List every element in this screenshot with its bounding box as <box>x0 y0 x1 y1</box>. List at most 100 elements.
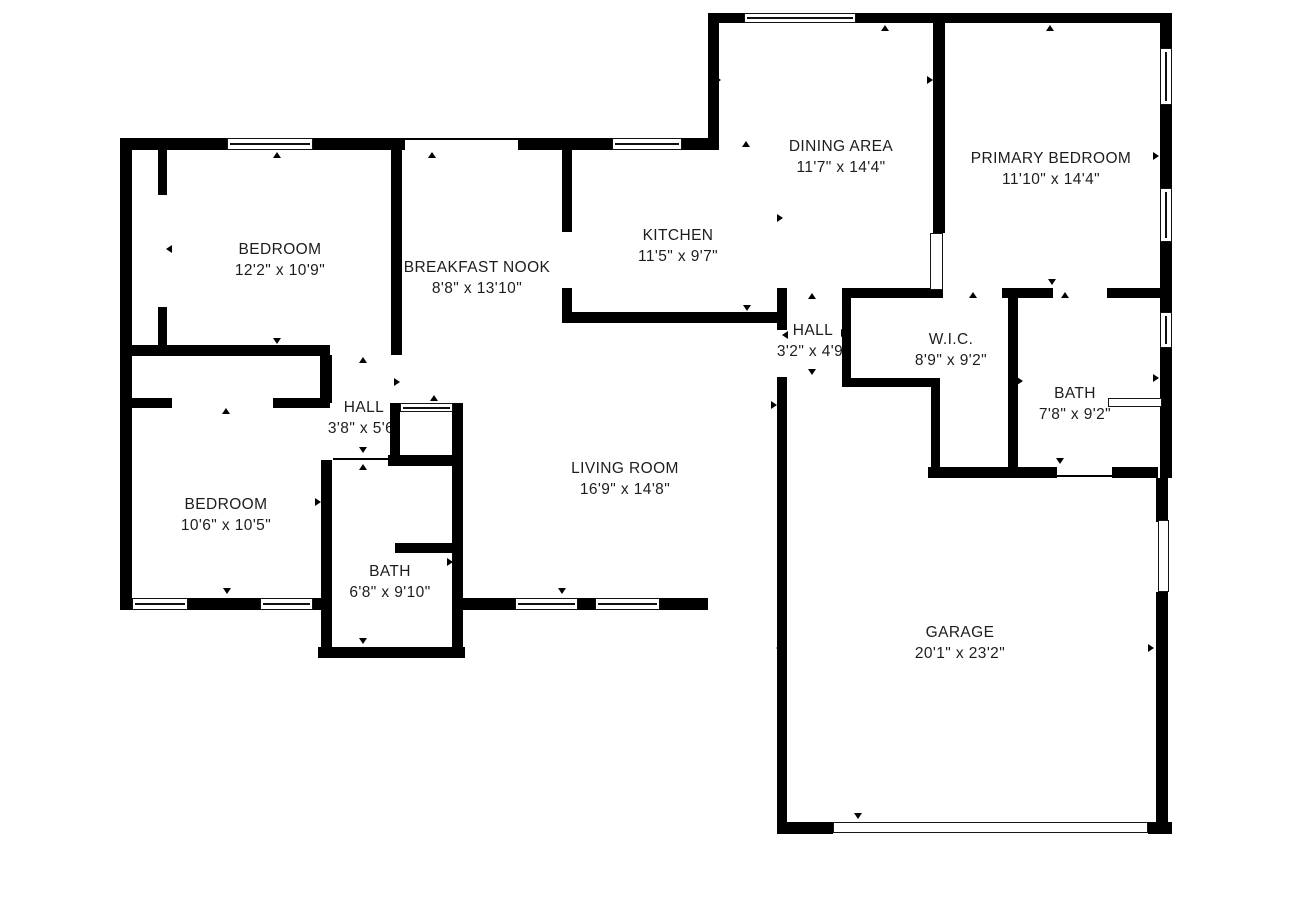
room-name: GARAGE <box>925 624 995 641</box>
dim-arrow-icon <box>777 214 783 222</box>
wall-top-right <box>856 13 1172 23</box>
dim-arrow-icon <box>359 447 367 453</box>
wall-bottom <box>578 598 595 610</box>
dim-arrow-icon <box>969 292 977 298</box>
room-label-primary-bedroom: PRIMARY BEDROOM 11'10" x 14'4" <box>971 149 1131 190</box>
wall-bath1-bottom <box>1112 467 1158 478</box>
room-dims: 3'8" x 5'6" <box>327 419 401 437</box>
wall-dining-left <box>708 13 719 147</box>
wall-kitchen-left <box>562 148 572 232</box>
wall-closet-bottom <box>388 455 463 466</box>
room-dims: 8'9" x 9'2" <box>914 351 988 369</box>
wall-garage-bottom <box>1148 822 1172 834</box>
window-icon <box>612 138 682 150</box>
wall-bottom <box>660 598 708 610</box>
dim-arrow-icon <box>566 215 572 223</box>
dim-arrow-icon <box>359 357 367 363</box>
opening-line <box>405 138 518 140</box>
room-label-garage: GARAGE 20'1" x 23'2" <box>915 623 1005 664</box>
wall-bottom <box>463 598 515 610</box>
wall-bedroom2-closet <box>128 398 172 408</box>
dim-arrow-icon <box>393 244 399 252</box>
dim-arrow-icon <box>1048 279 1056 285</box>
dim-arrow-icon <box>326 378 332 386</box>
wall-top <box>313 138 405 150</box>
room-name: BEDROOM <box>238 241 322 258</box>
room-label-hall-right: HALL 3'2" x 4'9" <box>777 321 849 362</box>
wall-bath2-bottom <box>318 647 465 658</box>
room-dims: 8'8" x 13'10" <box>431 279 523 297</box>
wall-right-exterior <box>1160 242 1172 312</box>
vanity-icon <box>1108 398 1162 407</box>
wall-closet-left <box>390 403 400 462</box>
wall-bedroom2-closet <box>273 398 330 408</box>
room-label-hall-left: HALL 3'8" x 5'6" <box>328 398 400 439</box>
dim-arrow-icon <box>808 293 816 299</box>
room-dims: 3'2" x 4'9" <box>776 342 850 360</box>
dim-arrow-icon <box>123 498 129 506</box>
room-dims: 12'2" x 10'9" <box>234 261 326 279</box>
opening-line <box>1057 475 1112 477</box>
wall-wic-bath-divider <box>1008 298 1018 478</box>
dim-arrow-icon <box>359 464 367 470</box>
wall-garage-left <box>777 377 787 823</box>
wall-primary-bottom <box>1002 288 1053 298</box>
room-label-wic: W.I.C. 8'9" x 9'2" <box>915 330 987 371</box>
room-dims: 10'6" x 10'5" <box>180 516 272 534</box>
wall-bath2-right <box>452 403 463 657</box>
dim-arrow-icon <box>558 588 566 594</box>
wall-left-exterior <box>120 138 132 610</box>
door-leaf-icon <box>1158 520 1169 592</box>
door-leaf-icon <box>930 233 943 290</box>
room-name: HALL <box>343 399 385 416</box>
dim-arrow-icon <box>430 395 438 401</box>
dim-arrow-icon <box>934 153 940 161</box>
dim-arrow-icon <box>1148 644 1154 652</box>
wall-primary-bottom <box>842 288 943 298</box>
dim-arrow-icon <box>854 813 862 819</box>
window-icon <box>260 598 313 610</box>
room-dims: 20'1" x 23'2" <box>914 644 1006 662</box>
dim-arrow-icon <box>841 329 847 337</box>
room-dims: 11'5" x 9'7" <box>637 247 719 265</box>
wall-garage-right <box>1156 592 1168 834</box>
dim-arrow-icon <box>1009 330 1015 338</box>
window-icon <box>1160 188 1172 242</box>
room-label-bedroom-upper-left: BEDROOM 12'2" x 10'9" <box>235 240 325 281</box>
wall-bottom <box>313 598 323 610</box>
room-name: HALL <box>792 322 834 339</box>
dim-arrow-icon <box>394 378 400 386</box>
dim-arrow-icon <box>771 401 777 409</box>
dim-arrow-icon <box>222 408 230 414</box>
room-name: LIVING ROOM <box>571 460 679 477</box>
dim-arrow-icon <box>881 25 889 31</box>
room-name: W.I.C. <box>928 331 974 348</box>
dim-arrow-icon <box>742 141 750 147</box>
dim-arrow-icon <box>782 331 788 339</box>
room-dims: 7'8" x 9'2" <box>1038 405 1112 423</box>
room-label-dining-area: DINING AREA 11'7" x 14'4" <box>789 137 893 178</box>
dim-arrow-icon <box>883 291 891 297</box>
dim-arrow-icon <box>715 76 721 84</box>
room-dims: 16'9" x 14'8" <box>579 480 671 498</box>
wall-kitchen-left <box>562 288 572 318</box>
room-label-bath-primary: BATH 7'8" x 9'2" <box>1039 384 1111 425</box>
wall-wic-left <box>842 288 851 387</box>
wall-kitchen-bottom <box>562 312 786 323</box>
window-icon <box>227 138 313 150</box>
dim-arrow-icon <box>1153 374 1159 382</box>
wall-right-exterior <box>1160 13 1172 50</box>
wall-garage-left <box>777 288 787 330</box>
room-label-bedroom-lower-left: BEDROOM 10'6" x 10'5" <box>181 495 271 536</box>
dim-arrow-icon <box>273 152 281 158</box>
wall-bedroom1-bottom <box>120 345 330 356</box>
dim-arrow-icon <box>428 152 436 158</box>
wall-bedroom1-closet <box>158 307 167 355</box>
wall-wic-bottom <box>928 467 1057 478</box>
dim-arrow-icon <box>359 638 367 644</box>
dim-arrow-icon <box>1046 25 1054 31</box>
wall-bedroom2-right <box>321 460 332 657</box>
room-name: KITCHEN <box>642 227 714 244</box>
wall-dining-primary-divider <box>933 13 945 233</box>
room-name: BEDROOM <box>184 496 268 513</box>
